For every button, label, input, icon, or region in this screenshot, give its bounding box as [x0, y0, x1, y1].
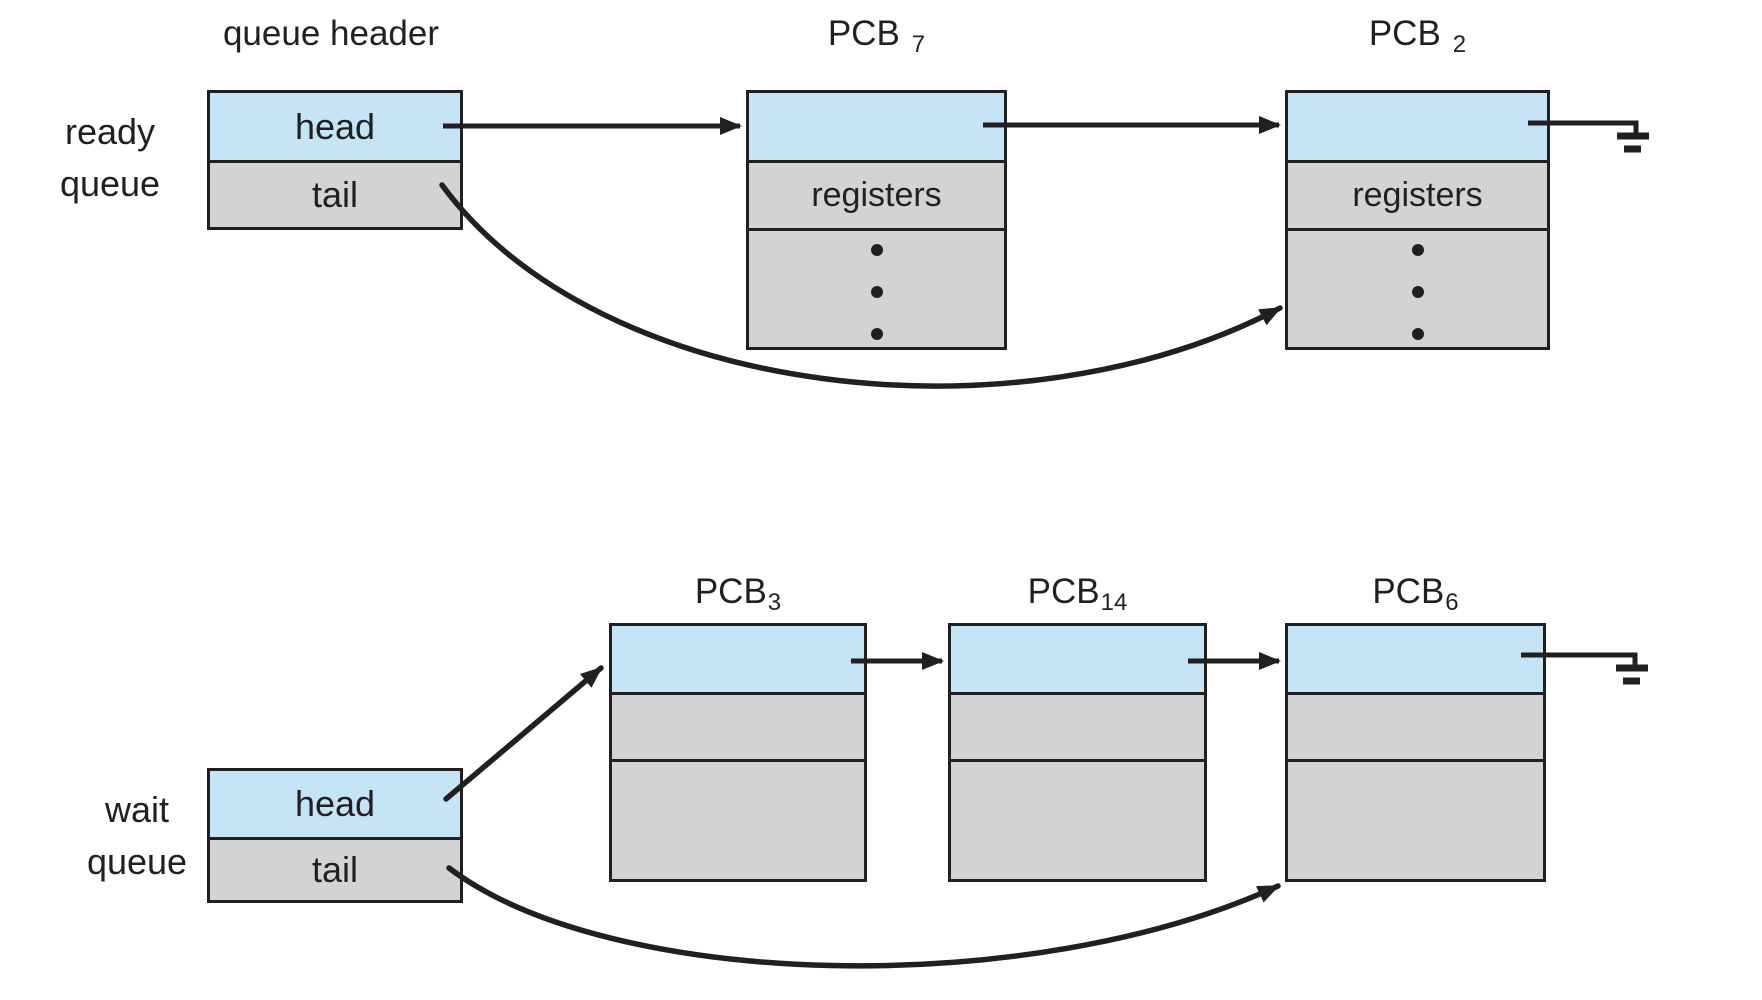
pcb6-box: [1285, 623, 1546, 882]
wait-queue-side-label-line1: wait: [104, 789, 170, 830]
pcb7-registers-field: registers: [749, 160, 1004, 228]
pcb2-box: registers: [1285, 90, 1550, 350]
pcb7-registers-label: registers: [811, 176, 942, 214]
pcb3-label-base: PCB: [694, 572, 767, 611]
pcb3-bottom-field: [612, 759, 864, 879]
pcb6-bottom-field: [1288, 759, 1543, 879]
pcb6-label-subscript: 6: [1445, 589, 1459, 616]
pcb3-label-subscript: 3: [767, 589, 782, 616]
pcb7-label-subscript: 7: [911, 31, 926, 58]
wait-queue-side-label-line2: queue: [86, 841, 188, 882]
pcb7-box: registers: [746, 90, 1007, 350]
pcb3-box: [609, 623, 867, 882]
ready-tail-cell: tail: [210, 160, 460, 227]
pcb2-registers-label: registers: [1352, 176, 1483, 214]
wait-tail-to-pcb6-curved-arrow: [446, 865, 1281, 969]
ready-queue-side-label-line1: ready: [64, 111, 156, 152]
pcb14-box: [948, 623, 1207, 882]
ellipsis-dot: [870, 328, 883, 340]
pcb7-link-field: [749, 93, 1004, 160]
pcb7-ellipsis-field: [749, 228, 1004, 347]
ellipsis-dot: [1411, 286, 1424, 298]
pcb3-label: PCB3: [609, 570, 867, 618]
pcb7-label-base: PCB: [827, 14, 900, 53]
wait-queue-header-box: head tail: [207, 768, 463, 903]
ready-queue-header-box: head tail: [207, 90, 463, 230]
ellipsis-dot: [1411, 328, 1424, 340]
ready-tail-cell-label: tail: [311, 174, 359, 215]
pcb2-registers-field: registers: [1288, 160, 1547, 228]
pcb2-label-base: PCB: [1368, 14, 1441, 53]
ready-head-cell-label: head: [294, 105, 376, 147]
pcb2-ellipsis-field: [1288, 228, 1547, 347]
ellipsis-dot: [870, 244, 883, 256]
pcb2-link-field: [1288, 93, 1547, 160]
wait-queue-side-label: wait queue: [52, 784, 222, 888]
pcb3-link-field: [612, 626, 864, 692]
pcb14-label: PCB14: [948, 570, 1207, 618]
ellipsis-dot: [870, 286, 883, 298]
pcb6-label: PCB6: [1285, 570, 1546, 618]
wait-head-to-pcb3-arrow: [443, 665, 604, 802]
pcb6-label-base: PCB: [1372, 572, 1445, 611]
pcb7-label: PCB 7: [746, 12, 1007, 60]
pcb2-label-subscript: 2: [1452, 31, 1467, 58]
ready-head-cell: head: [210, 93, 460, 160]
ready-queue-side-label: ready queue: [30, 106, 190, 210]
pcb14-middle-field: [951, 692, 1204, 759]
pcb14-label-base: PCB: [1027, 572, 1100, 611]
wait-tail-cell-label: tail: [311, 849, 359, 890]
pcb14-link-field: [951, 626, 1204, 692]
pcb14-bottom-field: [951, 759, 1204, 879]
pcb3-middle-field: [612, 692, 864, 759]
pcb2-label: PCB 2: [1285, 12, 1550, 60]
pcb6-link-field: [1288, 626, 1543, 692]
pcb6-middle-field: [1288, 692, 1543, 759]
wait-head-cell-label: head: [294, 783, 376, 824]
ellipsis-dot: [1411, 244, 1424, 256]
pcb14-label-subscript: 14: [1100, 589, 1128, 616]
wait-head-cell: head: [210, 771, 460, 837]
wait-tail-cell: tail: [210, 837, 460, 900]
queue-header-caption: queue header: [222, 14, 440, 53]
ready-queue-side-label-line2: queue: [59, 163, 161, 204]
